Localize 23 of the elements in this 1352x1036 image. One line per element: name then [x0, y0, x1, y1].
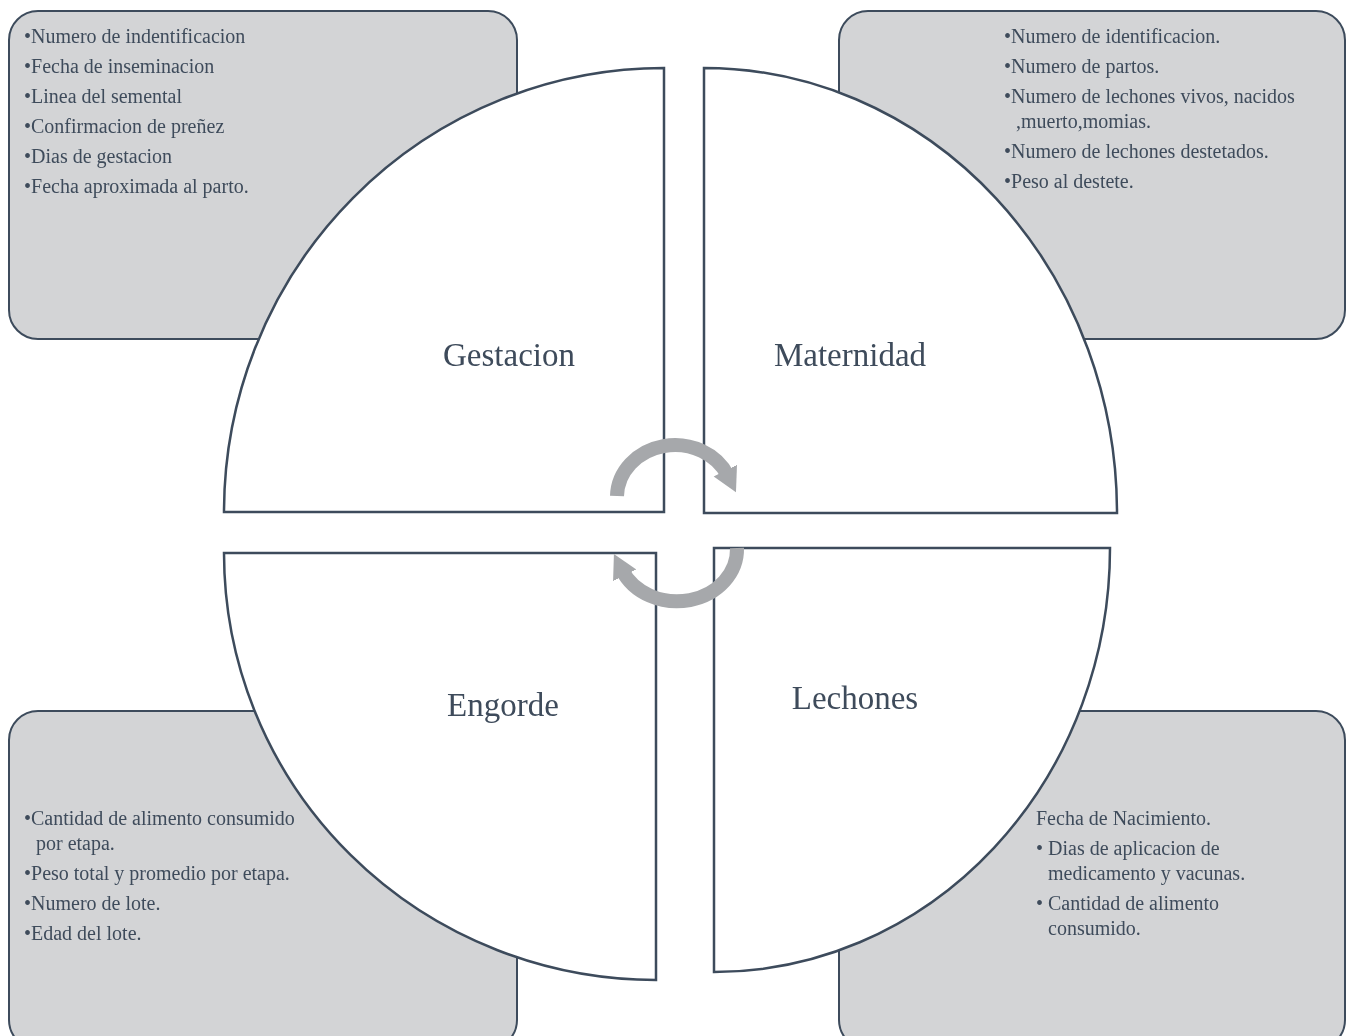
bullet-text: •Fecha aproximada al parto.: [24, 174, 250, 199]
stage-title: Lechones: [791, 679, 919, 717]
bullet-text: •Cantidad de alimento consumido por etapa.: [24, 806, 296, 856]
bullet-text: •Linea del semental: [24, 84, 184, 109]
bullet-text: •Numero de lechones vivos, nacidos ,muerto,momias.: [1004, 84, 1296, 134]
bullet-text: • Cantidad de alimento consumido.: [1036, 891, 1221, 941]
stage-title: Engorde: [447, 686, 559, 724]
bullet-text: Fecha de Nacimiento.: [1036, 806, 1212, 831]
bullet-text: •Peso al destete.: [1004, 169, 1135, 194]
bullet-text: •Edad del lote.: [24, 921, 143, 946]
bullet-text: •Numero de lechones destetados.: [1004, 139, 1270, 164]
bullet-text: •Numero de lote.: [24, 891, 162, 916]
bullet-text: •Fecha de inseminacion: [24, 54, 216, 79]
bullet-text: •Numero de identificacion.: [1004, 24, 1222, 49]
cycle-arrow: [610, 438, 738, 497]
bullet-text: •Numero de partos.: [1004, 54, 1161, 79]
stage-title: Maternidad: [773, 336, 927, 374]
bullet-text: •Peso total y promedio por etapa.: [24, 861, 291, 886]
bullet-text: •Dias de gestacion: [24, 144, 174, 169]
bullet-text: • Dias de aplicacion de medicamento y vacunas.: [1036, 836, 1247, 886]
stage-title: Gestacion: [443, 336, 575, 374]
bullet-text: •Confirmacion de preñez: [24, 114, 226, 139]
bullet-text: •Numero de indentificacion: [24, 24, 247, 49]
